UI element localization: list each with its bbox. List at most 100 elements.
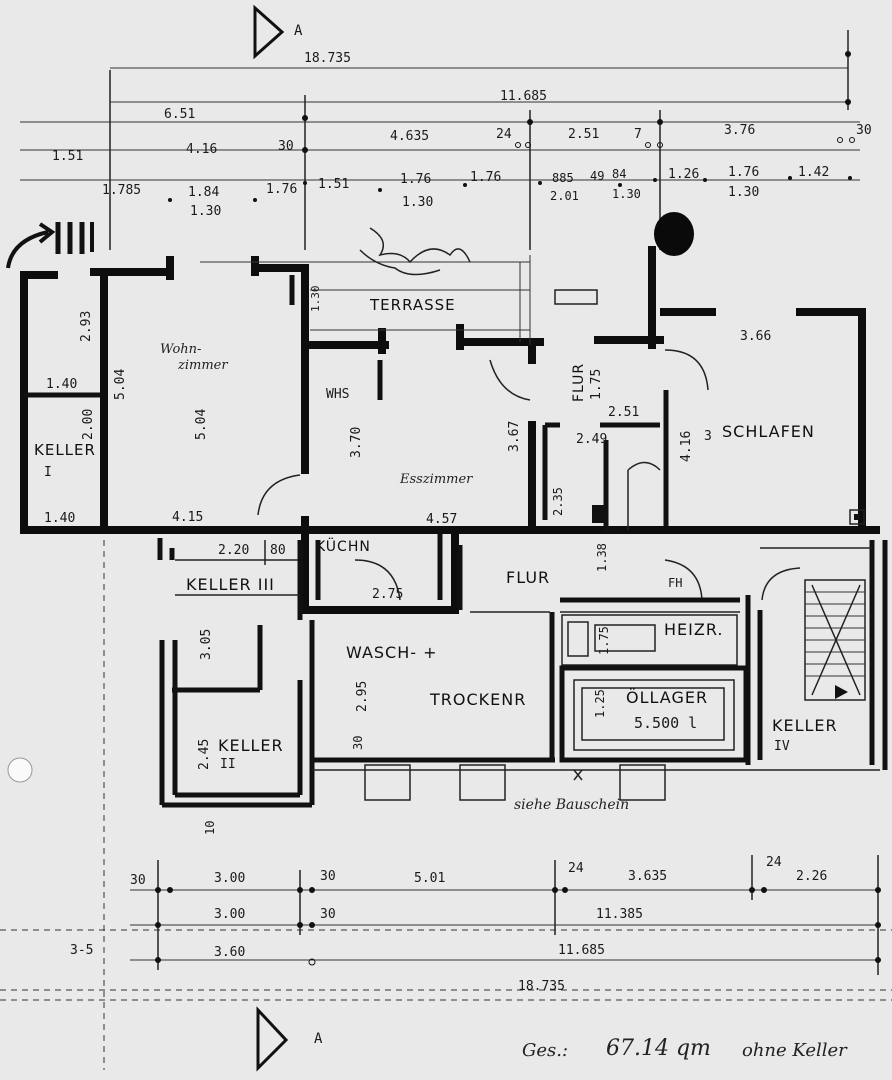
dim-top-376: 3.76 bbox=[724, 123, 756, 138]
room-keller-1-num: I bbox=[44, 465, 52, 480]
room-flur-bottom: FLUR bbox=[506, 568, 551, 587]
room-schlafen: SCHLAFEN bbox=[722, 422, 815, 441]
dim-235: 2.35 bbox=[551, 487, 565, 516]
dim-top-416: 4.16 bbox=[186, 142, 218, 157]
dim-top-176d: 1.76 bbox=[728, 165, 760, 180]
dim-keller-200: 2.00 bbox=[81, 408, 96, 440]
section-marker-top bbox=[253, 4, 285, 60]
room-flur-top: FLUR bbox=[571, 362, 587, 402]
dim-top-49: 49 bbox=[590, 169, 605, 183]
dim-top-130a: 1.30 bbox=[190, 204, 222, 219]
dim-bottom-30c: 30 bbox=[320, 907, 336, 922]
staircase bbox=[804, 579, 866, 701]
dim-top-142: 1.42 bbox=[798, 165, 830, 180]
dim-175: 1.75 bbox=[597, 626, 611, 655]
dim-305: 3.05 bbox=[199, 628, 214, 660]
room-wohnzimmer-line1: Wohn- bbox=[160, 342, 202, 357]
dim-bottom-360: 3.60 bbox=[214, 945, 246, 960]
dim-top-11685: 11.685 bbox=[500, 89, 547, 104]
guide-lines bbox=[0, 540, 892, 1070]
dim-keller-140b: 1.40 bbox=[44, 511, 76, 526]
dim-top-30b: 30 bbox=[278, 139, 294, 154]
total-value: 67.14 qm bbox=[606, 1036, 711, 1061]
dim-125: 1.25 bbox=[593, 689, 607, 718]
dim-367: 3.67 bbox=[507, 420, 522, 452]
dim-bottom-18735: 18.735 bbox=[518, 979, 565, 994]
hole-punch bbox=[7, 757, 33, 783]
ground-floor-walls bbox=[20, 246, 880, 614]
section-label-bottom: A bbox=[314, 1031, 323, 1047]
dim-366: 3.66 bbox=[740, 329, 772, 344]
room-terrasse: TERRASSE bbox=[370, 296, 456, 314]
room-keller-3: KELLER III bbox=[186, 575, 275, 594]
dim-top-130d: 1.30 bbox=[728, 185, 760, 200]
dim-top-201: 2.01 bbox=[550, 189, 579, 203]
room-flur-top-dim: 1.75 bbox=[589, 368, 604, 400]
dim-top-30: 30 bbox=[856, 123, 872, 138]
dim-top-total: 18.735 bbox=[304, 51, 351, 66]
label-fh: FH bbox=[668, 576, 683, 590]
dim-bottom-11685: 11.685 bbox=[558, 943, 605, 958]
dim-bottom-30a: 30 bbox=[130, 873, 146, 888]
room-keller-2: KELLER bbox=[218, 736, 284, 755]
dim-138: 1.38 bbox=[595, 543, 609, 572]
dim-bottom-30b: 30 bbox=[320, 869, 336, 884]
dim-275: 2.75 bbox=[372, 587, 404, 602]
dim-251: 2.51 bbox=[608, 405, 640, 420]
bottom-dimension-lines bbox=[130, 855, 881, 975]
dim-top-24: 24 bbox=[496, 127, 512, 142]
dim-top-7: 7 bbox=[634, 127, 642, 142]
room-wasch: WASCH- + bbox=[346, 643, 438, 662]
dim-top-176b: 1.76 bbox=[400, 172, 432, 187]
room-wohnzimmer-dim: 5.04 bbox=[194, 408, 209, 440]
dim-top-130b: 1.30 bbox=[402, 195, 434, 210]
dim-bottom-24a: 24 bbox=[568, 861, 584, 876]
dim-415: 4.15 bbox=[172, 510, 204, 525]
dim-3: 3 bbox=[704, 429, 712, 444]
note-siehe-bauschein: siehe Bauschein bbox=[514, 797, 630, 813]
dim-top-4635: 4.635 bbox=[390, 129, 430, 144]
dim-249: 2.49 bbox=[576, 432, 608, 447]
dim-bottom-35: 3-5 bbox=[70, 943, 94, 958]
dim-keller-293: 2.93 bbox=[79, 310, 94, 342]
dim-bottom-24b: 24 bbox=[766, 855, 782, 870]
room-heizr: HEIZR. bbox=[664, 620, 724, 639]
dim-30-bottom: 10 bbox=[203, 820, 217, 835]
dim-457: 4.57 bbox=[426, 512, 458, 527]
dim-bottom-3635: 3.635 bbox=[628, 869, 668, 884]
ink-blob bbox=[654, 212, 694, 256]
room-keller-4: KELLER bbox=[772, 716, 838, 735]
room-oellager-volume: 5.500 l bbox=[634, 714, 698, 732]
dim-top-885: 885 bbox=[552, 171, 574, 185]
dim-top-176c: 1.76 bbox=[470, 170, 502, 185]
section-label-top: A bbox=[294, 23, 303, 39]
dim-top-130c: 1.30 bbox=[612, 187, 641, 201]
dim-wohn-504: 5.04 bbox=[113, 368, 128, 400]
total-suffix: ohne Keller bbox=[742, 1040, 847, 1061]
basement-walls bbox=[157, 538, 888, 808]
dim-bottom-300a: 3.00 bbox=[214, 871, 246, 886]
room-oellager: ÖLLAGER bbox=[626, 688, 709, 707]
schlafen-details bbox=[592, 440, 865, 530]
entry-arrow bbox=[6, 222, 94, 269]
dim-416: 4.16 bbox=[679, 430, 694, 462]
dim-80: 80 bbox=[270, 543, 286, 558]
dim-295: 2.95 bbox=[355, 680, 370, 712]
dim-top-176a: 1.76 bbox=[266, 182, 298, 197]
room-esszimmer: Esszimmer bbox=[400, 472, 473, 487]
total-label: Ges.: bbox=[522, 1040, 569, 1061]
room-trockenr: TROCKENR bbox=[430, 690, 527, 709]
dim-220: 2.20 bbox=[218, 543, 250, 558]
room-wohnzimmer-line2: zimmer bbox=[178, 358, 228, 373]
dim-top-251: 2.51 bbox=[568, 127, 600, 142]
room-whs: WHS bbox=[326, 387, 350, 402]
dim-bottom-226: 2.26 bbox=[796, 869, 828, 884]
dim-bottom-11385: 11.385 bbox=[596, 907, 643, 922]
dim-top-126: 1.26 bbox=[668, 167, 700, 182]
doors bbox=[257, 349, 801, 601]
dim-top-151: 1.51 bbox=[52, 149, 84, 164]
dim-top-1785: 1.785 bbox=[102, 183, 142, 198]
room-kuechn: KÜCHN bbox=[316, 539, 371, 555]
